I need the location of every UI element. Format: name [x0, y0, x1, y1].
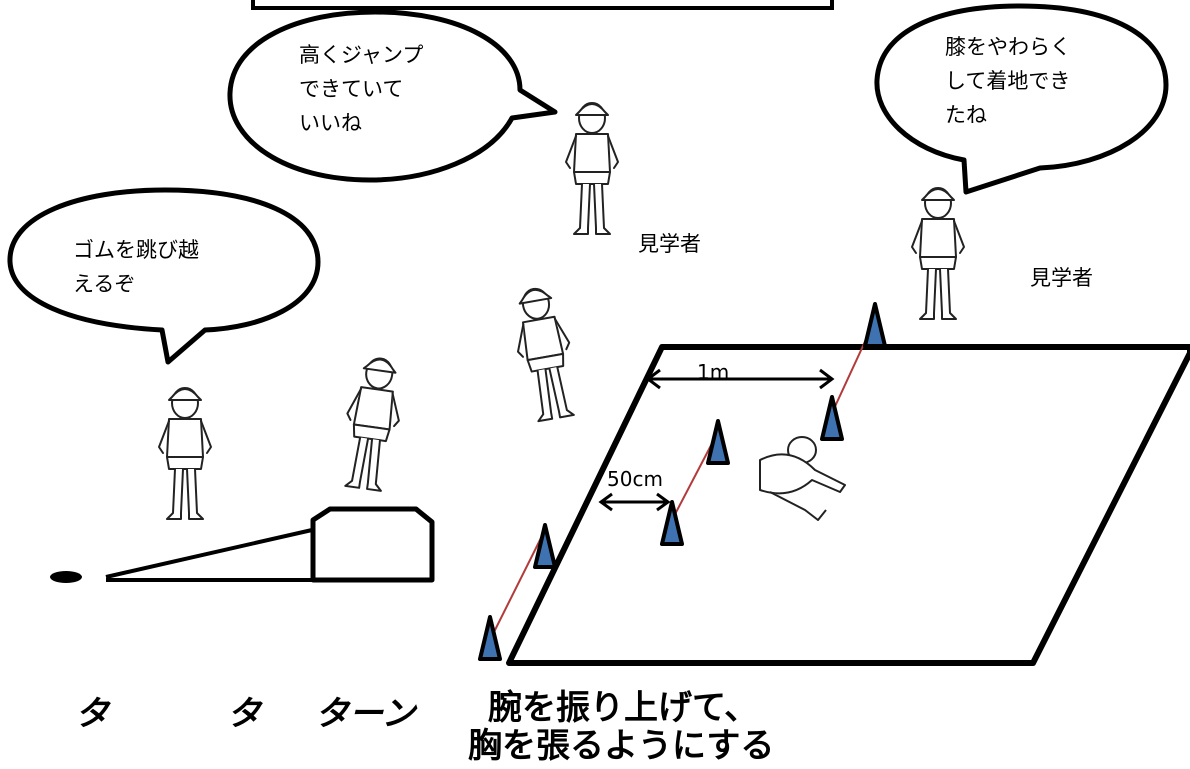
measure-label-1m: 1m [697, 360, 730, 384]
instruction-line-1: 腕を振り上げて、 [488, 688, 759, 728]
cone-1 [478, 615, 502, 661]
rhythm-taan: ターン [315, 694, 416, 734]
measure-label-50cm: 50cm [607, 467, 663, 491]
speech-text-left: ゴムを跳び越 えるぞ [73, 238, 199, 296]
cone-5 [820, 395, 844, 441]
top-banner [251, 0, 834, 10]
measure-arrow-50cm [598, 492, 671, 512]
measure-arrow-1m [645, 368, 835, 390]
observer-figure-middle [565, 102, 619, 235]
observer-figure-right [911, 187, 965, 320]
landing-area [506, 344, 1190, 666]
jump-box [310, 506, 435, 583]
observer-label-right: 見学者 [1030, 266, 1093, 290]
observer-label-middle: 見学者 [638, 232, 701, 256]
instruction-line-2: 胸を張るようにする [468, 726, 775, 766]
speech-bubble-right [874, 3, 1169, 195]
cone-6 [863, 302, 887, 348]
rubber-cord-1 [489, 529, 546, 641]
speech-bubble-middle [227, 9, 558, 183]
speech-bubble-left [7, 187, 321, 365]
jumping-figure [506, 283, 583, 424]
takeoff-marker [50, 571, 82, 583]
speech-text-middle: 高くジャンプ できていて いいね [299, 43, 424, 135]
cone-4 [706, 419, 730, 465]
ramp [105, 528, 313, 582]
cone-2 [533, 523, 557, 569]
landing-figure [759, 436, 846, 521]
speech-text-right: 膝をやわらく して着地でき たね [945, 35, 1071, 127]
rhythm-ta-2: タ [227, 694, 261, 734]
rhythm-ta-1: タ [75, 694, 109, 734]
stepping-figure [336, 354, 409, 493]
runner-figure [158, 387, 212, 520]
